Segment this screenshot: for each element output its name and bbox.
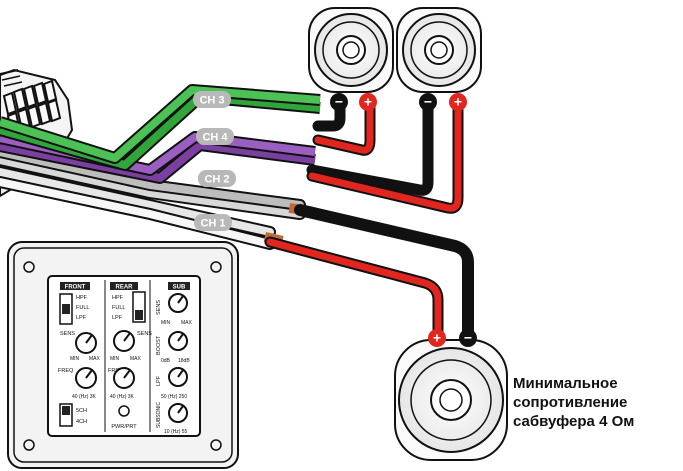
caption-line-2: сопротивление: [513, 394, 628, 411]
section-sub: SUB: [173, 285, 186, 291]
terminal-plus-symbol: +: [454, 94, 462, 110]
sub-sens-min: MIN: [161, 320, 171, 326]
mode-4ch: 4CH: [76, 419, 87, 425]
section-rear: REAR: [115, 285, 133, 291]
screw-icon: [210, 439, 222, 451]
mode-5ch: 5CH: [76, 408, 87, 414]
sub-sens-label: SENS: [156, 300, 162, 315]
channel-label-ch4: CH 4: [196, 128, 234, 145]
terminal-minus-symbol: −: [424, 94, 432, 110]
power-led-icon: [118, 405, 130, 417]
sub-lpf-range: 50 (Hz) 250: [161, 394, 187, 400]
terminal-spk1-plus: +: [359, 93, 377, 111]
control-panel: FRONT REAR SUB HPF FULL LPF HPF FULL LPF…: [7, 241, 239, 469]
front-sens-max: MAX: [89, 356, 101, 362]
sub-subsonic-range: 10 (Hz) 55: [164, 429, 188, 435]
subwoofer: [394, 339, 508, 461]
speaker-front-right: [396, 7, 482, 93]
front-freq-range: 40 (Hz) 3K: [72, 394, 97, 400]
screw-icon: [23, 439, 35, 451]
sub-subsonic-label: SUBSONIC: [156, 401, 162, 428]
sub-boost-max: 18dB: [178, 358, 190, 364]
front-freq-label: FREQ: [58, 368, 74, 374]
caption-line-1: Минимальное: [513, 375, 618, 392]
screw-icon: [210, 261, 222, 273]
sub-lpf-label: LPF: [156, 375, 162, 386]
channel-label-ch3-text: CH 3: [199, 95, 224, 107]
rear-filter-lpf: LPF: [112, 315, 123, 321]
terminal-sub-minus: −: [459, 329, 477, 347]
channel-label-ch1-text: CH 1: [200, 218, 225, 230]
wire-ch1-bundle: [0, 166, 284, 250]
rear-freq-range: 40 (Hz) 3K: [110, 394, 135, 400]
terminal-spk2-plus: +: [449, 93, 467, 111]
speaker-front-left: [308, 7, 394, 93]
front-filter-lpf: LPF: [76, 315, 87, 321]
sub-boost-label: BOOST: [156, 335, 162, 355]
speaker-leads: [264, 98, 474, 342]
channel-label-ch4-text: CH 4: [202, 132, 228, 144]
front-sens-label: SENS: [60, 331, 75, 337]
front-filter-full: FULL: [76, 305, 89, 311]
terminal-sub-plus: +: [428, 329, 446, 347]
rear-sens-label: SENS: [137, 331, 152, 337]
rear-sens-min: MIN: [110, 356, 120, 362]
channel-label-ch2: CH 2: [198, 170, 236, 187]
channel-label-ch1: CH 1: [194, 214, 232, 231]
terminal-plus-symbol: +: [364, 94, 372, 110]
terminal-spk1-minus: −: [330, 93, 348, 111]
power-label: PWR/PRT: [111, 424, 137, 430]
screw-icon: [23, 261, 35, 273]
terminal-minus-symbol: −: [335, 94, 343, 110]
front-filter-hpf: HPF: [76, 295, 88, 301]
channel-label-ch3: CH 3: [193, 91, 231, 108]
rear-filter-full: FULL: [112, 305, 125, 311]
rear-sens-max: MAX: [130, 356, 142, 362]
impedance-caption: Минимальное сопротивление сабвуфера 4 Ом: [513, 374, 681, 431]
section-front: FRONT: [65, 285, 86, 291]
terminal-minus-symbol: −: [464, 330, 472, 346]
sub-sens-max: MAX: [181, 320, 193, 326]
rear-filter-hpf: HPF: [112, 295, 124, 301]
sub-boost-min: 0dB: [161, 358, 171, 364]
channel-label-ch2-text: CH 2: [204, 174, 229, 186]
terminal-plus-symbol: +: [433, 330, 441, 346]
front-sens-min: MIN: [70, 356, 80, 362]
caption-line-3: сабвуфера 4 Ом: [513, 413, 635, 430]
wire-ch3-bundle: [0, 84, 321, 171]
terminal-spk2-minus: −: [419, 93, 437, 111]
